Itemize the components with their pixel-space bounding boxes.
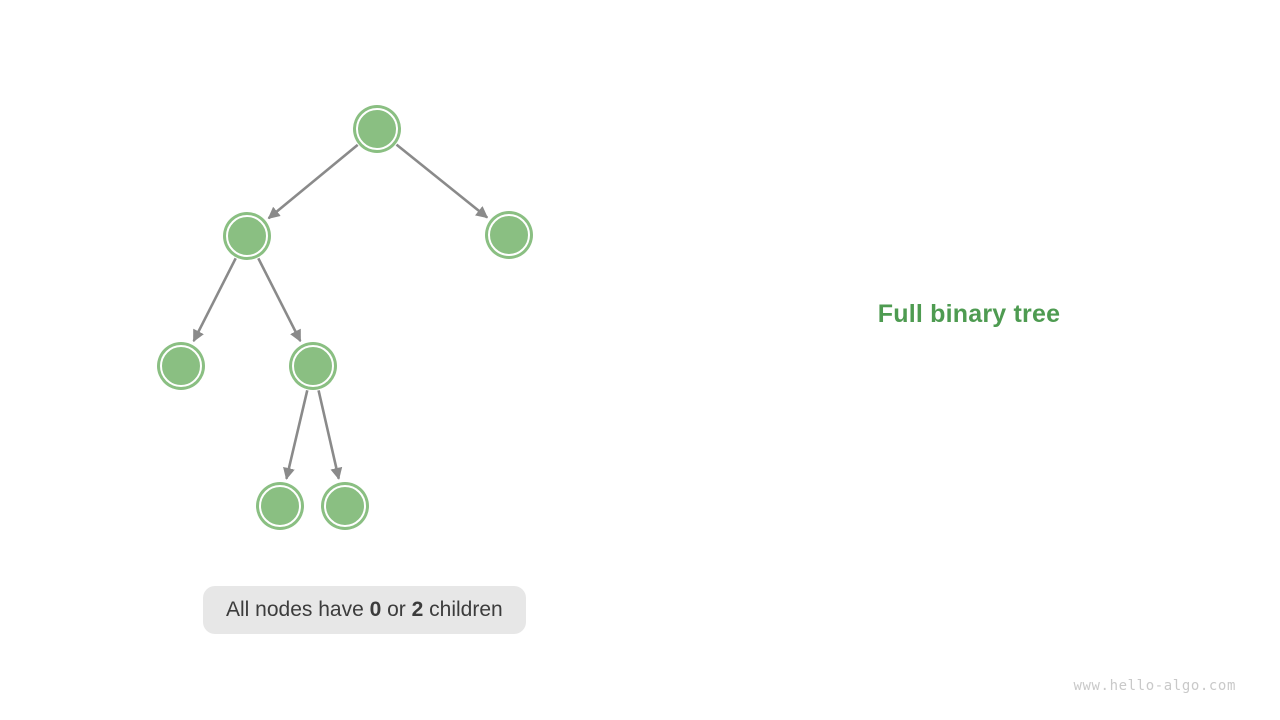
tree-node-circle [485,211,533,259]
watermark: www.hello-algo.com [1073,678,1236,694]
tree-edge [395,143,489,219]
tree-node-inner-ring [324,485,366,527]
caption-text: children [423,598,503,621]
tree-node-circle [321,482,369,530]
tree-node-circle [157,342,205,390]
tree-node [321,482,369,530]
tree-node-circle [223,212,271,260]
tree-edge [317,390,343,480]
diagram-title: Full binary tree [877,300,1061,328]
caption-bold-text: 2 [411,598,424,621]
tree-node-circle [353,105,401,153]
caption-bold-text: 0 [369,598,382,621]
tree-node-inner-ring [226,215,268,257]
tree-node [223,212,271,260]
tree-node-inner-ring [488,214,530,256]
caption-text: or [381,598,412,621]
tree-node-circle [289,342,337,390]
tree-node [353,105,401,153]
tree-node-inner-ring [259,485,301,527]
tree-node-inner-ring [356,108,398,150]
tree-edge [192,257,237,343]
tree-node [256,482,304,530]
tree-edge [257,257,302,343]
tree-node [289,342,337,390]
caption-text: All nodes have [226,598,370,621]
tree-edge [267,143,359,220]
tree-node-inner-ring [292,345,334,387]
tree-node-inner-ring [160,345,202,387]
tree-node [157,342,205,390]
tree-edge [283,390,309,480]
tree-node [485,211,533,259]
tree-node-circle [256,482,304,530]
caption-box: All nodes have 0 or 2 children [203,586,526,634]
